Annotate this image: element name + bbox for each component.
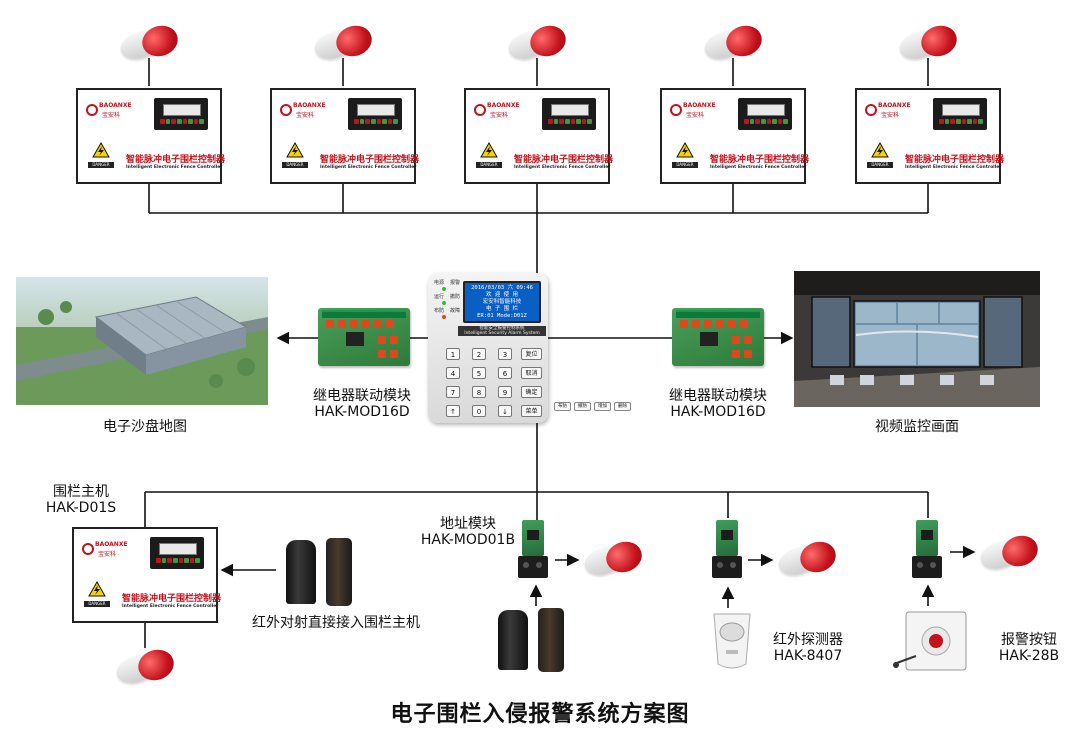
keypad-key-2[interactable]: 2 <box>472 348 486 360</box>
keypad-key-5[interactable]: 5 <box>472 367 486 379</box>
keypad-reset-button[interactable]: 复位 <box>521 348 542 360</box>
high-voltage-warning-icon <box>92 142 110 158</box>
keypad-key-down[interactable]: ↓ <box>498 405 512 417</box>
disarm-button[interactable]: 撤防 <box>574 402 591 411</box>
keypad-key-4[interactable]: 4 <box>446 367 460 379</box>
address-module <box>912 520 942 580</box>
infrared-beam-detector <box>286 538 366 608</box>
infrared-direct-label: 红外对射直接接入围栏主机 <box>252 615 420 631</box>
host-function-key-row: 布防 撤防 增加 删除 <box>548 402 632 414</box>
add-button[interactable]: 增加 <box>594 402 611 411</box>
delete-button[interactable]: 删除 <box>614 402 631 411</box>
keypad-menu-button[interactable]: 菜单 <box>521 405 542 417</box>
relay-module-board <box>318 308 410 366</box>
high-voltage-warning-icon <box>88 581 106 597</box>
address-module-label: 地址模块 HAK-MOD01B <box>420 516 516 548</box>
pir-detector-label: 红外探测器 HAK-8407 <box>773 632 843 664</box>
sandbox-map-image <box>16 277 268 405</box>
diagram-caption: 电子围栏入侵报警系统方案图 <box>390 702 690 727</box>
address-module <box>712 520 742 580</box>
alarm-siren <box>310 21 376 64</box>
alarm-siren <box>116 21 182 64</box>
arm-button[interactable]: 布防 <box>554 402 571 411</box>
alarm-siren <box>774 537 840 580</box>
keypad-key-8[interactable]: 8 <box>472 386 486 398</box>
keypad-key-0[interactable]: 0 <box>472 405 486 417</box>
alarm-host-keypad: 电源 报警 运行 撤防 布防 故障 2016/03/03 六 09:46 欢 迎… <box>428 273 548 423</box>
control-panel <box>933 98 987 130</box>
keypad-key-6[interactable]: 6 <box>498 367 512 379</box>
alarm-siren <box>580 537 646 580</box>
control-panel <box>738 98 792 130</box>
emergency-button-icon <box>893 611 967 671</box>
keypad-confirm-button[interactable]: 确定 <box>521 386 542 398</box>
relay-module-right-label: 继电器联动模块 HAK-MOD16D <box>669 388 767 420</box>
fence-host-label: 围栏主机 HAK-D01S <box>45 484 117 516</box>
high-voltage-warning-icon <box>676 142 694 158</box>
control-panel <box>150 537 204 569</box>
alarm-button-label: 报警按钮 HAK-28B <box>998 632 1060 664</box>
relay-module-left-label: 继电器联动模块 HAK-MOD16D <box>313 388 411 420</box>
keypad-key-7[interactable]: 7 <box>446 386 460 398</box>
alarm-siren <box>700 21 766 64</box>
high-voltage-warning-icon <box>871 142 889 158</box>
high-voltage-warning-icon <box>480 142 498 158</box>
keypad-key-1[interactable]: 1 <box>446 348 460 360</box>
video-monitor-label: 视频监控画面 <box>875 419 959 435</box>
keypad-key-9[interactable]: 9 <box>498 386 512 398</box>
host-title-strip: 智能安全报警控制系统 Intelligent Security Alarm Sy… <box>458 326 546 336</box>
keypad-key-up[interactable]: ↑ <box>446 405 460 417</box>
keypad-cancel-button[interactable]: 取消 <box>521 367 542 379</box>
infrared-beam-detector <box>498 608 578 672</box>
armed-led <box>442 315 446 319</box>
host-lcd-screen: 2016/03/03 六 09:46 欢 迎 使 用 宏安科智能科技 电 子 围… <box>463 281 541 323</box>
power-led <box>442 287 446 291</box>
pir-detector-icon <box>713 613 751 669</box>
sandbox-map-label: 电子沙盘地图 <box>103 419 187 435</box>
relay-module-board <box>672 308 764 366</box>
control-panel <box>154 98 208 130</box>
alarm-siren <box>895 21 961 64</box>
control-panel <box>348 98 402 130</box>
alarm-siren <box>976 531 1042 574</box>
alarm-siren <box>504 21 570 64</box>
keypad-key-3[interactable]: 3 <box>498 348 512 360</box>
address-module <box>518 520 548 580</box>
run-led <box>442 301 446 305</box>
high-voltage-warning-icon <box>286 142 304 158</box>
alarm-siren <box>112 645 178 688</box>
control-panel <box>542 98 596 130</box>
video-monitor-image <box>794 271 1040 407</box>
